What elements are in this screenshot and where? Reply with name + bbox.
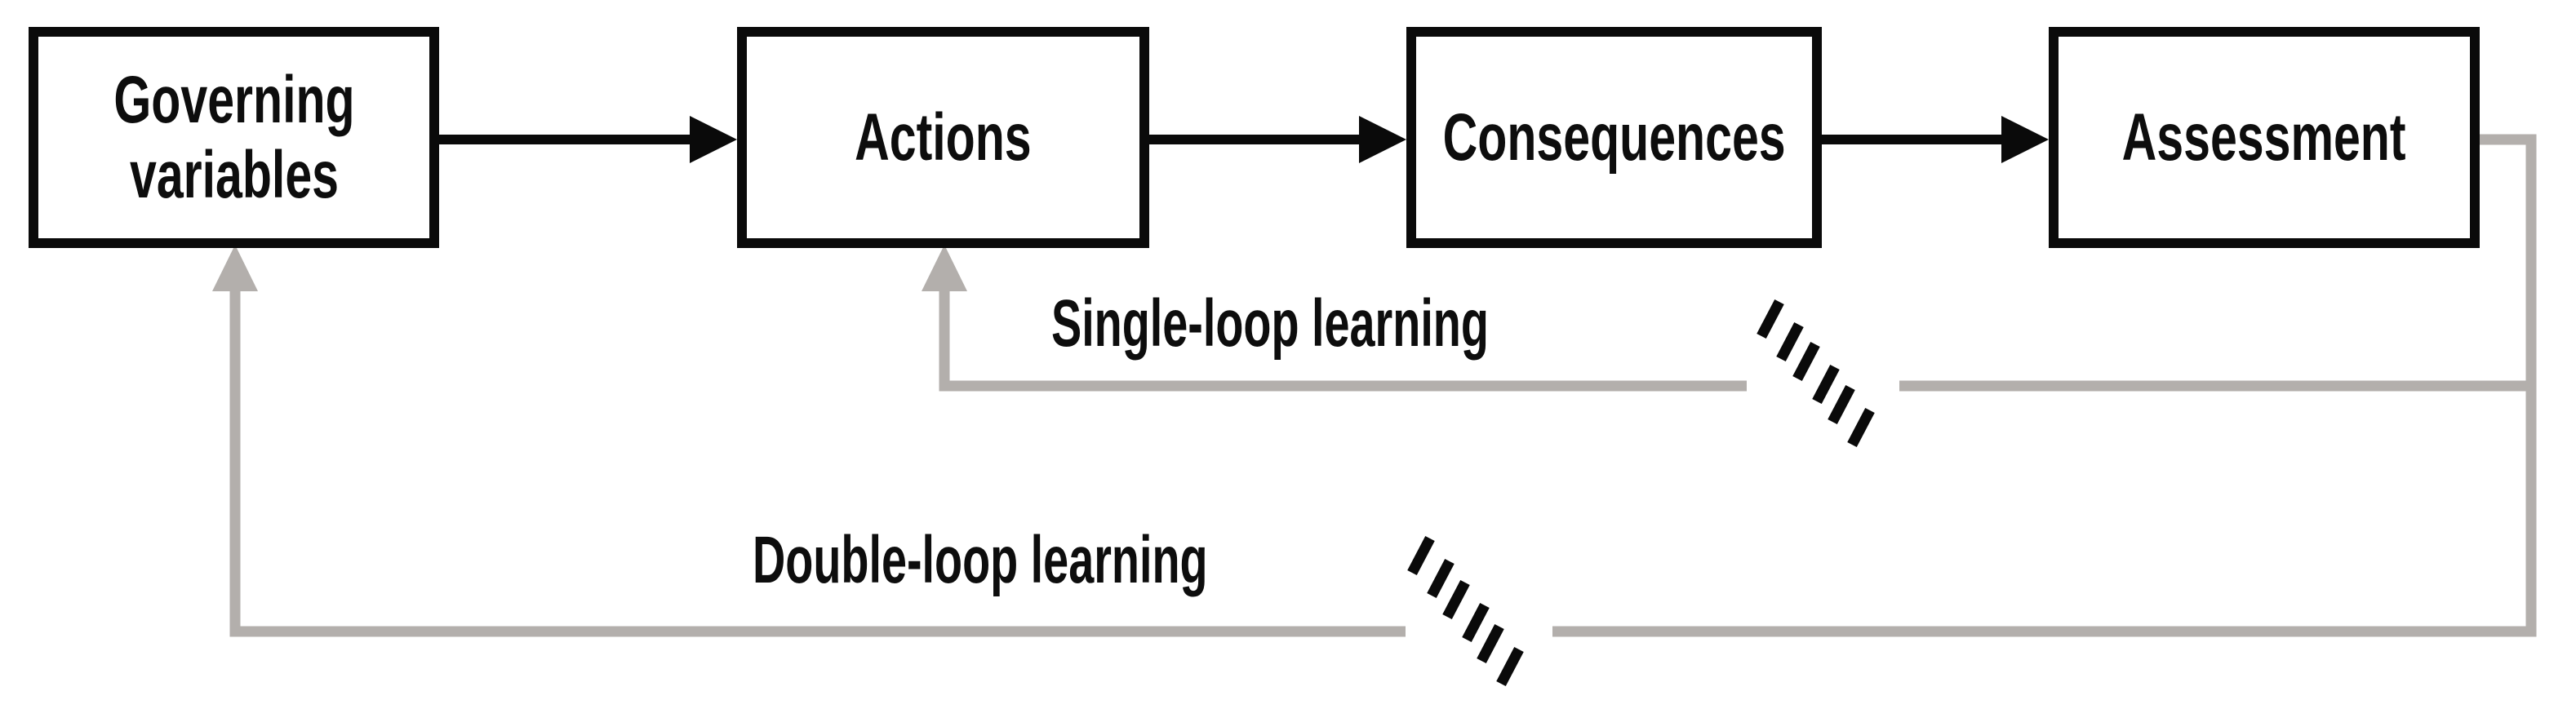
double-loop-line-left — [229, 287, 1406, 637]
single-loop-arrowhead-icon — [922, 245, 967, 291]
node-consequences: Consequences — [1406, 27, 1822, 248]
single-loop-path — [939, 287, 2531, 392]
flow-arrowheads — [690, 116, 2049, 163]
node-label: Governing variables — [113, 62, 355, 212]
node-assessment: Assessment — [2049, 27, 2480, 248]
double-loop-break-marks-icon — [1407, 535, 1524, 687]
single-loop-break-marks-icon — [1757, 299, 1875, 448]
node-label: Actions — [855, 100, 1032, 175]
node-label: Assessment — [2122, 100, 2406, 175]
flow-arrowhead-icon — [1359, 116, 1406, 163]
single-loop-line-left — [939, 287, 1747, 392]
node-actions: Actions — [737, 27, 1149, 248]
node-label: Consequences — [1442, 100, 1786, 175]
double-loop-label: Double-loop learning — [753, 523, 1208, 597]
flow-arrowhead-icon — [690, 116, 737, 163]
double-loop-arrowhead-icon — [212, 245, 258, 291]
flow-arrowhead-icon — [2001, 116, 2049, 163]
single-loop-label: Single-loop learning — [1051, 286, 1489, 361]
node-governing-variables: Governing variables — [29, 27, 439, 248]
